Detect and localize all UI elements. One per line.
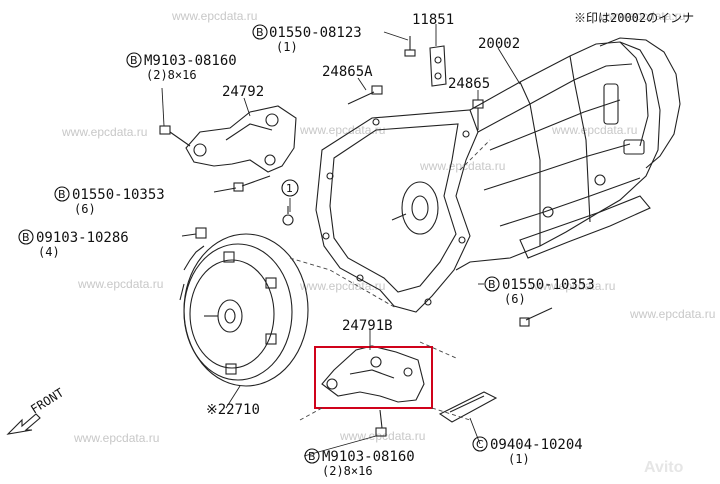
- label-01550-10353-left: B 01550-10353 (6): [54, 186, 165, 216]
- note-text: ※印は20002のインナ: [574, 11, 694, 25]
- bracket-24791b: [314, 345, 433, 409]
- label-22710: ※22710: [206, 402, 260, 418]
- watermark: www.epcdata.ru: [171, 9, 257, 23]
- watermark: www.epcdata.ru: [551, 123, 637, 137]
- part-code: 01550-10353: [72, 187, 165, 203]
- gasket-11851: [429, 45, 447, 87]
- label-01550-08123: B 01550-08123 (1): [252, 24, 362, 54]
- part-qty: (4): [38, 245, 60, 259]
- part-qty: (2)8×16: [146, 68, 197, 82]
- label-24791b: 24791B: [342, 318, 393, 334]
- part-qty: (2)8×16: [322, 464, 373, 478]
- part-qty: (1): [508, 452, 530, 466]
- label-24792: 24792: [222, 84, 264, 100]
- front-indicator: FRONT: [6, 386, 66, 435]
- plate-09404-10204: [438, 391, 498, 423]
- watermark: www.epcdata.ru: [299, 123, 385, 137]
- bolts: [159, 36, 553, 437]
- leader-lines: [161, 24, 521, 457]
- label-m9103-08160-top: B M9103-08160 (2)8×16: [126, 52, 237, 82]
- ref-letter: B: [130, 54, 138, 67]
- ref-letter: B: [308, 450, 316, 463]
- label-circle-1: 1: [281, 179, 299, 197]
- ref-letter: B: [58, 188, 66, 201]
- part-qty: (6): [504, 292, 526, 306]
- watermark: www.epcdata.ru: [73, 431, 159, 445]
- highlight-box: [314, 346, 433, 409]
- label-24865a: 24865A: [322, 64, 373, 80]
- part-code: 01550-08123: [269, 25, 362, 41]
- alignment-lines: [289, 139, 491, 421]
- ref-letter: B: [256, 26, 264, 39]
- bracket-24792: [185, 105, 297, 173]
- torque-converter: [179, 233, 309, 387]
- watermark: www.epcdata.ru: [599, 9, 685, 23]
- part-code: M9103-08160: [144, 53, 237, 69]
- part-code: 09103-10286: [36, 230, 129, 246]
- watermark: www.epcdata.ru: [529, 279, 615, 293]
- ref-letter: B: [22, 231, 30, 244]
- watermark: www.epcdata.ru: [61, 125, 147, 139]
- label-09103-10286: B 09103-10286 (4): [18, 229, 129, 259]
- ref-letter: C: [476, 438, 484, 451]
- ref-letter: B: [488, 278, 496, 291]
- front-label: FRONT: [28, 386, 66, 417]
- part-qty: (1): [276, 40, 298, 54]
- watermark: www.epcdata.ru: [419, 159, 505, 173]
- label-11851: 11851: [412, 12, 454, 28]
- ref-number: 1: [286, 182, 293, 195]
- part-code: 01550-10353: [502, 277, 595, 293]
- label-24865: 24865: [448, 76, 490, 92]
- label-m9103-08160-bottom: B M9103-08160 (2)8×16: [304, 448, 415, 478]
- watermark: www.epcdata.ru: [629, 307, 715, 321]
- label-20002: 20002: [478, 36, 520, 52]
- watermark: www.epcdata.ru: [77, 277, 163, 291]
- transmission-case: [315, 37, 681, 313]
- avito-watermark: Avito: [644, 459, 684, 476]
- part-qty: (6): [74, 202, 96, 216]
- label-09404-10204: C 09404-10204 (1): [472, 436, 583, 466]
- label-01550-10353-right: B 01550-10353 (6): [484, 276, 595, 306]
- part-code: M9103-08160: [322, 449, 415, 465]
- part-code: 09404-10204: [490, 437, 583, 453]
